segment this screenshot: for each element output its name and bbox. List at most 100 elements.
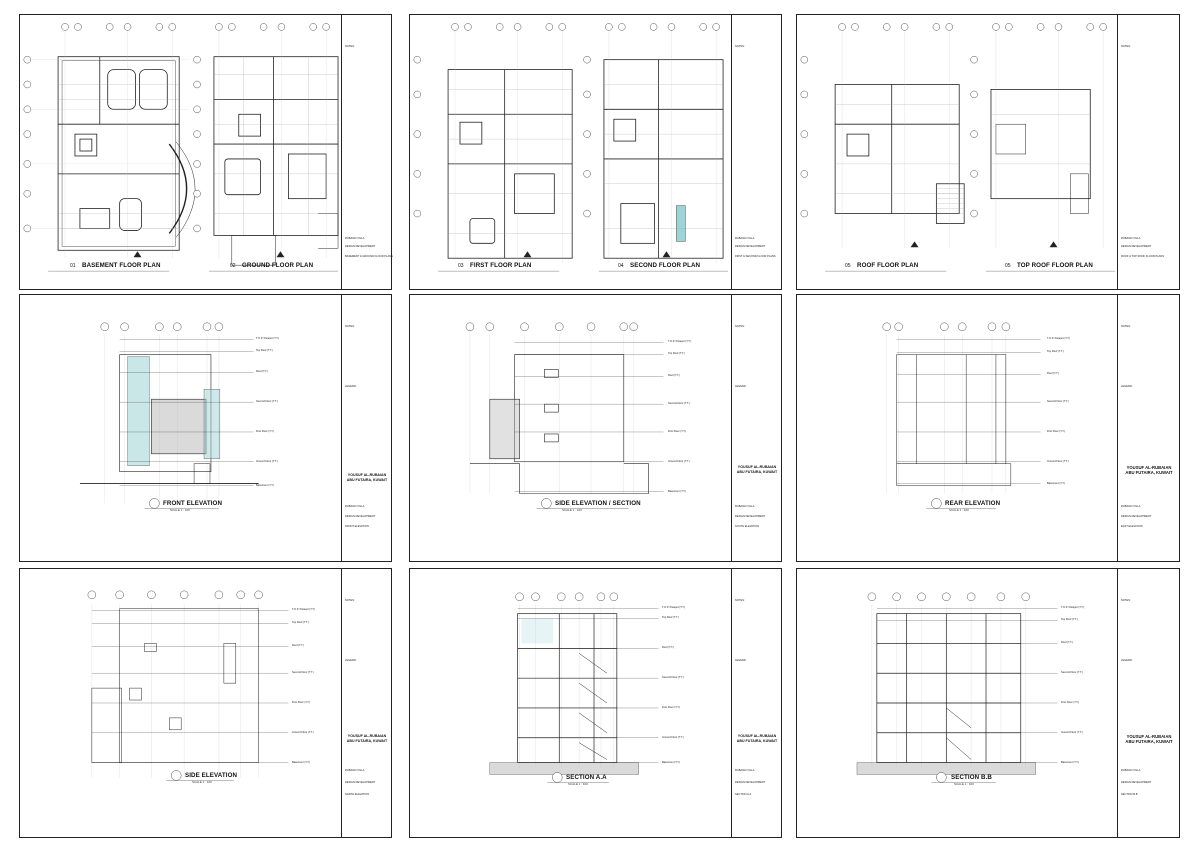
phase-label: DESIGN DEVELOPMENT bbox=[735, 515, 766, 518]
phase-label: DESIGN DEVELOPMENT bbox=[345, 781, 376, 784]
level-label: Ground Floor (T.T.) bbox=[668, 460, 690, 463]
legend-heading: LEGEND: bbox=[345, 385, 357, 388]
client-name: YOUSUF AL-RUBAIAN ABU FUTAIRA, KUWAIT bbox=[343, 473, 391, 482]
level-label: Roof (T.T.) bbox=[662, 646, 674, 649]
level-label: T.O.P. Parapet (T.T.) bbox=[668, 340, 692, 343]
phase-label: DESIGN DEVELOPMENT bbox=[1121, 781, 1152, 784]
sheet-title: ROOF & TOP ROOF FLOOR PLANS bbox=[1121, 255, 1164, 258]
notes-heading: NOTES: bbox=[1121, 599, 1131, 602]
level-label: T.O.P. Parapet (T.T.) bbox=[292, 608, 316, 611]
level-label: T.O.P. Parapet (T.T.) bbox=[256, 337, 280, 340]
section-drawing bbox=[489, 592, 659, 783]
level-label: T.O.P. Parapet (T.T.) bbox=[1061, 606, 1085, 609]
sheet-title: FRONT ELEVATION bbox=[345, 525, 369, 528]
project-name: RUBAIAN VILLA bbox=[735, 769, 755, 772]
level-label: T.O.P. Parapet (T.T.) bbox=[1047, 337, 1071, 340]
level-label: Ground Floor (T.T.) bbox=[1047, 460, 1069, 463]
level-label: Second Floor (T.T.) bbox=[292, 671, 314, 674]
sheet-title: NORTH ELEVATION bbox=[345, 793, 370, 796]
drawing-title-side-elevation-section: SIDE ELEVATION / SECTION bbox=[555, 500, 641, 507]
drawing-scale: SCALE 1 : 100 bbox=[170, 508, 190, 512]
level-label: First Floor (T.T.) bbox=[1061, 701, 1080, 704]
phase-label: DESIGN DEVELOPMENT bbox=[345, 245, 376, 248]
notes-heading: NOTES: bbox=[735, 325, 745, 328]
level-label: Ground Floor (T.T.) bbox=[256, 460, 278, 463]
client-name: YOUSUF AL-RUBAIAN ABU FUTAIRA, KUWAIT bbox=[733, 465, 781, 474]
drawing-title-front-elevation: FRONT ELEVATION bbox=[163, 500, 223, 507]
sheet-title: SECTION A.A bbox=[735, 793, 752, 796]
drawing-title-first: FIRST FLOOR PLAN bbox=[470, 262, 532, 269]
title-block: NOTES: LEGEND: YOUSUF AL-RUBAIAN ABU FUT… bbox=[341, 569, 391, 837]
level-label: Ground Floor (T.T.) bbox=[662, 736, 684, 739]
notes-heading: NOTES: bbox=[345, 325, 355, 328]
client-line-2: ABU FUTAIRA, KUWAIT bbox=[346, 738, 388, 743]
title-block: NOTES: RUBAIAN VILLA DESIGN DEVELOPMENT … bbox=[341, 15, 393, 289]
drawing-title-basement: BASEMENT FLOOR PLAN bbox=[82, 262, 161, 269]
sheet-floor-plans-1: 01 BASEMENT FLOOR PLAN 02 GROUND FLOOR P… bbox=[19, 14, 393, 290]
drawing-scale: SCALE 1 : 100 bbox=[568, 782, 588, 786]
project-name: RUBAIAN VILLA bbox=[345, 769, 365, 772]
sheet-side-elevation-section: T.O.P. Parapet (T.T.) Top Roof (T.T.) Ro… bbox=[409, 294, 782, 562]
phase-label: DESIGN DEVELOPMENT bbox=[735, 781, 766, 784]
drawing-scale: SCALE 1 : 100 bbox=[954, 782, 974, 786]
level-label: Basement (T.T.) bbox=[1047, 482, 1066, 485]
elevation-drawing bbox=[79, 322, 259, 509]
legend-heading: LEGEND: bbox=[735, 385, 747, 388]
level-label: T.O.P. Parapet (T.T.) bbox=[662, 606, 686, 609]
project-name: RUBAIAN VILLA bbox=[345, 237, 365, 240]
level-label: Basement (T.T.) bbox=[256, 484, 275, 487]
elevation-drawing bbox=[465, 322, 664, 509]
sheet-front-elevation: T.O.P. Parapet (T.T.) Top Roof (T.T.) Ro… bbox=[19, 294, 392, 562]
client-name: YOUSUF AL-RUBAIAN ABU FUTAIRA, KUWAIT bbox=[1119, 734, 1179, 744]
phase-label: DESIGN DEVELOPMENT bbox=[735, 245, 766, 248]
client-line-1: YOUSUF AL-RUBAIAN bbox=[737, 734, 777, 738]
drawing-title-ground: GROUND FLOOR PLAN bbox=[242, 262, 314, 269]
project-name: RUBAIAN VILLA bbox=[735, 505, 755, 508]
project-name: RUBAIAN VILLA bbox=[1121, 237, 1141, 240]
drawing-number: 04 bbox=[618, 263, 624, 269]
drawing-title-second: SECOND FLOOR PLAN bbox=[630, 262, 701, 269]
level-label: First Floor (T.T.) bbox=[1047, 430, 1066, 433]
level-label: Basement (T.T.) bbox=[662, 761, 681, 764]
legend-heading: LEGEND: bbox=[1121, 385, 1133, 388]
phase-label: DESIGN DEVELOPMENT bbox=[1121, 245, 1152, 248]
client-line-2: ABU FUTAIRA, KUWAIT bbox=[736, 738, 778, 743]
level-label: Second Floor (T.T.) bbox=[1061, 671, 1083, 674]
title-block: NOTES: LEGEND: YOUSUF AL-RUBAIAN ABU FUT… bbox=[1117, 295, 1179, 561]
sheet-section-aa: T.O.P. Parapet (T.T.) Top Roof (T.T.) Ro… bbox=[409, 568, 782, 838]
client-name: YOUSUF AL-RUBAIAN ABU FUTAIRA, KUWAIT bbox=[733, 734, 781, 743]
notes-heading: NOTES: bbox=[345, 45, 355, 48]
level-label: Ground Floor (T.T.) bbox=[1061, 731, 1083, 734]
level-label: First Floor (T.T.) bbox=[292, 701, 311, 704]
client-line-1: YOUSUF AL-RUBAIAN bbox=[1126, 734, 1172, 739]
level-label: Basement (T.T.) bbox=[292, 761, 311, 764]
level-label: Roof (T.T.) bbox=[292, 644, 304, 647]
level-label: First Floor (T.T.) bbox=[668, 430, 687, 433]
level-label: Top Roof (T.T.) bbox=[662, 616, 679, 619]
notes-heading: NOTES: bbox=[735, 45, 745, 48]
title-block: NOTES: RUBAIAN VILLA DESIGN DEVELOPMENT … bbox=[731, 15, 781, 289]
level-label: First Floor (T.T.) bbox=[662, 706, 681, 709]
level-label: Second Floor (T.T.) bbox=[1047, 400, 1069, 403]
level-label: Ground Floor (T.T.) bbox=[292, 731, 314, 734]
phase-label: DESIGN DEVELOPMENT bbox=[1121, 515, 1152, 518]
client-line-1: YOUSUF AL-RUBAIAN bbox=[347, 473, 387, 477]
sheet-side-elevation: T.O.P. Parapet (T.T.) Top Roof (T.T.) Ro… bbox=[19, 568, 392, 838]
drawing-title-side-elevation: SIDE ELEVATION bbox=[185, 772, 238, 779]
client-line-1: YOUSUF AL-RUBAIAN bbox=[347, 734, 387, 738]
legend-heading: LEGEND: bbox=[345, 659, 357, 662]
project-name: RUBAIAN VILLA bbox=[1121, 505, 1141, 508]
notes-heading: NOTES: bbox=[345, 599, 355, 602]
level-label: Top Roof (T.T.) bbox=[292, 621, 309, 624]
sheet-floor-plans-2: 03 FIRST FLOOR PLAN 04 SECOND FLOOR PLAN… bbox=[409, 14, 782, 290]
project-name: RUBAIAN VILLA bbox=[735, 237, 755, 240]
drawing-number: 01 bbox=[70, 263, 76, 269]
sheet-title: FIRST & SECOND FLOOR PLANS bbox=[735, 255, 776, 258]
sheet-title: BASEMENT & GROUND FLOOR PLANS bbox=[345, 255, 393, 258]
level-label: Second Floor (T.T.) bbox=[662, 676, 684, 679]
title-block: NOTES: LEGEND: YOUSUF AL-RUBAIAN ABU FUT… bbox=[731, 295, 781, 561]
sheet-title: SOUTH ELEVATION bbox=[735, 525, 759, 528]
client-line-1: YOUSUF AL-RUBAIAN bbox=[737, 465, 777, 469]
level-label: Roof (T.T.) bbox=[1061, 641, 1073, 644]
elevation-drawing bbox=[882, 322, 1041, 509]
